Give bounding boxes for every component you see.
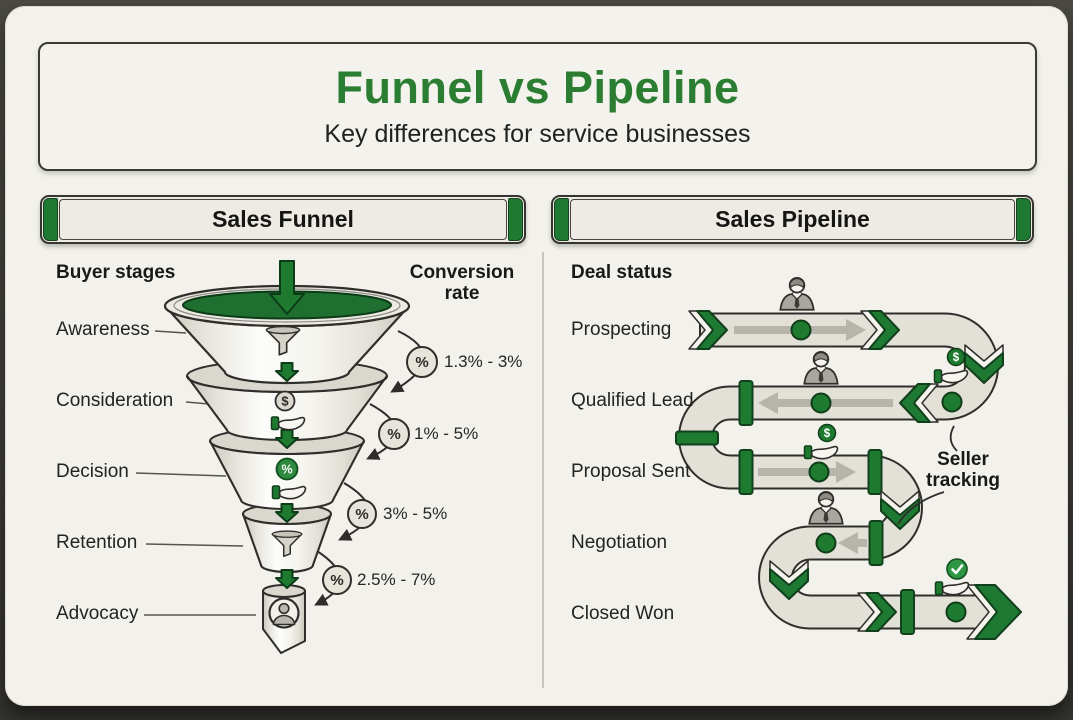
status-label-proposal-sent: Proposal Sent [571, 461, 691, 482]
conversion-rate-header: Conversion rate [409, 262, 515, 304]
stage-label-consideration: Consideration [56, 390, 174, 411]
sales-funnel-ribbon: Sales Funnel [40, 195, 526, 244]
ribbon-cap [508, 198, 523, 241]
conversion-rate-value: 2.5% - 7% [357, 570, 436, 589]
page-title: Funnel vs Pipeline [335, 61, 740, 113]
stage-label-retention: Retention [56, 532, 138, 553]
status-label-closed-won: Closed Won [571, 603, 675, 624]
page-subtitle: Key differences for service businesses [324, 120, 751, 149]
stage-label-advocacy: Advocacy [56, 603, 139, 624]
status-label-negotiation: Negotiation [571, 532, 668, 553]
deal-status-header: Deal status [571, 262, 673, 283]
stage-label-awareness: Awareness [56, 319, 150, 340]
conversion-rate-value: 3% - 5% [383, 504, 448, 523]
ribbon-cap [43, 198, 58, 241]
sales-pipeline-ribbon: Sales Pipeline [551, 195, 1034, 244]
status-label-prospecting: Prospecting [571, 319, 672, 340]
ribbon-cap [554, 198, 569, 241]
sales-funnel-title: Sales Funnel [212, 206, 354, 232]
seller-tracking-annotation: Seller tracking [926, 449, 1000, 491]
conversion-rate-value: 1.3% - 3% [444, 352, 523, 371]
conversion-rate-value: 1% - 5% [414, 424, 479, 443]
ribbon-cap [1016, 198, 1031, 241]
stage-label-decision: Decision [56, 461, 129, 482]
buyer-stages-header: Buyer stages [56, 262, 176, 283]
sales-pipeline-title: Sales Pipeline [715, 206, 870, 232]
status-label-qualified-lead: Qualified Lead [571, 390, 694, 411]
header-box: Funnel vs Pipeline Key differences for s… [38, 42, 1037, 171]
section-divider [542, 252, 544, 688]
